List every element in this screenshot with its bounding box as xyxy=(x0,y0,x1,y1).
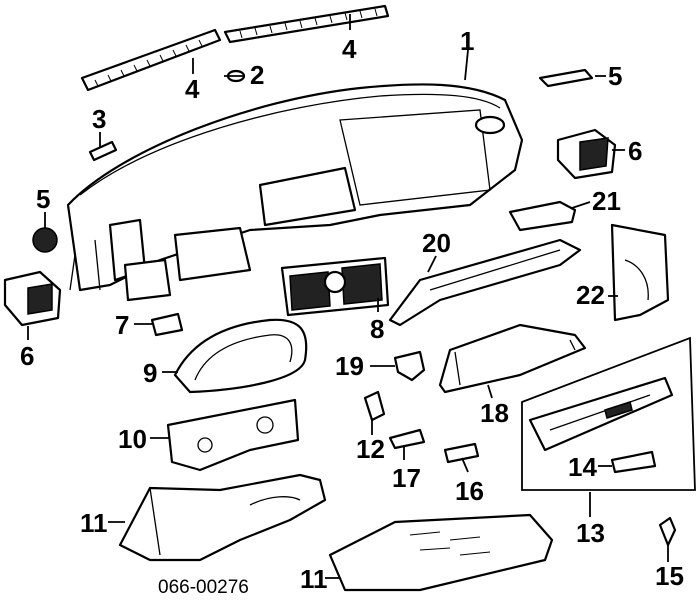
screw-part-15 xyxy=(658,516,677,547)
side-vent-part-6-left xyxy=(3,270,62,327)
side-vent-part-6-right xyxy=(556,128,617,180)
label-6b: 6 xyxy=(628,136,642,166)
label-20: 20 xyxy=(422,228,451,258)
clip-part-12 xyxy=(363,390,386,422)
vent-cap-part-5-left xyxy=(32,227,58,253)
lower-cover-part-11-left xyxy=(118,473,327,562)
reinforcement-bar-part-20 xyxy=(388,238,582,327)
label-4a: 4 xyxy=(185,74,200,104)
lower-panel-part-10 xyxy=(166,398,300,472)
label-15: 15 xyxy=(655,561,684,591)
center-vent-part-8 xyxy=(280,256,390,317)
bracket-part-7 xyxy=(150,312,184,337)
defroster-grille-right xyxy=(223,4,390,44)
label-21: 21 xyxy=(592,186,621,216)
clip-part-17 xyxy=(388,428,426,450)
label-12: 12 xyxy=(356,434,385,464)
part-labels: 1 2 3 4 4 5 5 6 6 7 8 9 10 11 11 12 13 1… xyxy=(20,26,684,594)
instrument-hood-part-9 xyxy=(173,318,308,394)
label-7: 7 xyxy=(115,310,129,340)
label-19: 19 xyxy=(335,351,364,381)
diagram-code: 066-00276 xyxy=(158,577,249,598)
side-panel-part-22 xyxy=(610,223,670,322)
clip-part-16 xyxy=(443,442,480,464)
label-10: 10 xyxy=(118,424,147,454)
vent-part-5-right xyxy=(538,68,594,88)
label-4b: 4 xyxy=(342,34,357,64)
defroster-grille-left xyxy=(80,28,222,92)
latch-part-14 xyxy=(610,450,657,474)
label-22: 22 xyxy=(576,280,605,310)
label-11a: 11 xyxy=(80,508,108,538)
bracket-part-19 xyxy=(393,350,426,382)
bracket-part-21 xyxy=(508,200,577,232)
label-18: 18 xyxy=(480,398,509,428)
label-11b: 11 xyxy=(300,564,328,594)
label-5b: 5 xyxy=(608,61,622,91)
label-13: 13 xyxy=(576,518,605,548)
label-6a: 6 xyxy=(20,341,34,371)
label-14: 14 xyxy=(568,452,597,482)
label-16: 16 xyxy=(455,476,484,506)
label-2: 2 xyxy=(250,60,264,90)
label-5a: 5 xyxy=(36,184,50,214)
label-3: 3 xyxy=(92,104,106,134)
lower-cover-part-11-right xyxy=(328,513,554,592)
leader-lines xyxy=(27,14,669,579)
label-1: 1 xyxy=(460,26,474,56)
dashboard-panel xyxy=(66,83,524,302)
bracket-part-3 xyxy=(88,140,118,162)
label-8: 8 xyxy=(370,314,384,344)
label-9: 9 xyxy=(143,358,157,388)
label-17: 17 xyxy=(392,463,421,493)
glove-box-frame-part-18 xyxy=(438,323,587,394)
glove-box-door-part-13 xyxy=(521,336,696,491)
